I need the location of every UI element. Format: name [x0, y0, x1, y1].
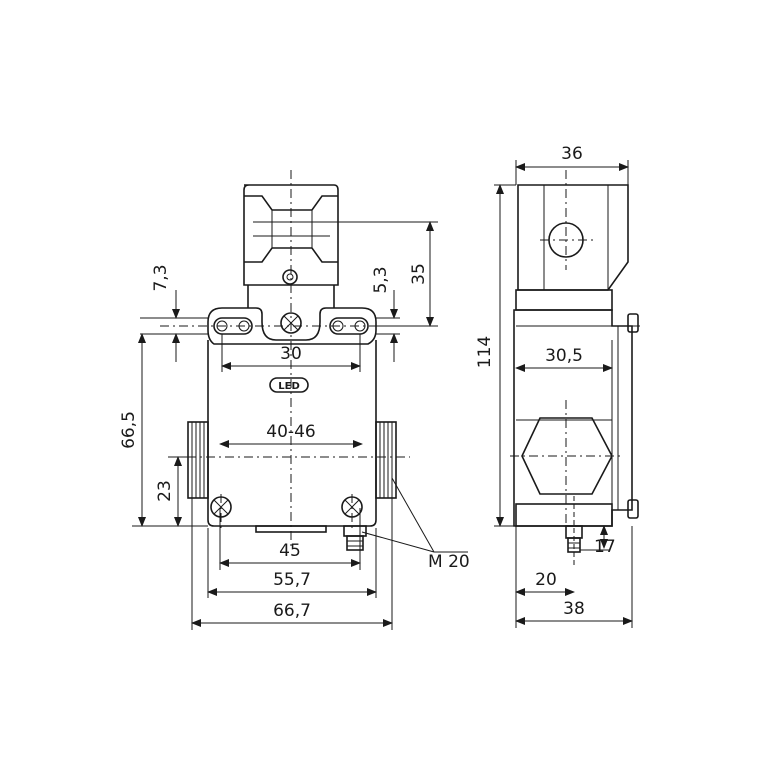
- dim-55-7: 55,7: [273, 570, 311, 590]
- dim-7-3: 7,3: [151, 264, 171, 291]
- led-label: LED: [278, 381, 300, 392]
- dim-38: 38: [563, 599, 585, 619]
- dim-35: 35: [409, 263, 429, 285]
- dim-114: 114: [475, 336, 495, 368]
- front-view: LED: [119, 170, 470, 630]
- dim-17: 17: [594, 537, 616, 557]
- dim-36: 36: [561, 144, 583, 164]
- dim-23: 23: [155, 480, 175, 502]
- dim-66-5: 66,5: [119, 411, 139, 449]
- dim-45: 45: [279, 541, 301, 561]
- dim-30-5: 30,5: [545, 346, 583, 366]
- thread-label: M 20: [428, 552, 470, 572]
- dim-20: 20: [535, 570, 557, 590]
- dim-66-7: 66,7: [273, 601, 311, 621]
- dim-30: 30: [280, 344, 302, 364]
- dim-5-3: 5,3: [371, 266, 391, 293]
- dim-40-46: 40-46: [266, 422, 315, 442]
- side-view: 36 114 30,5 17 20 38: [475, 144, 640, 628]
